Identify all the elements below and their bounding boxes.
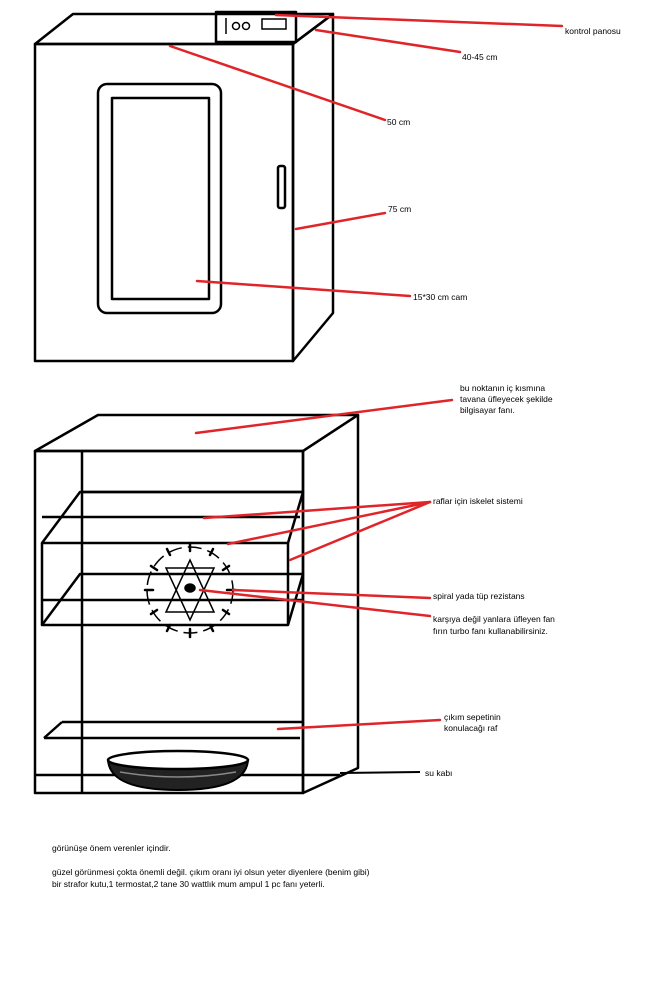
knob-icon <box>241 21 251 31</box>
fan-hub <box>184 583 196 593</box>
heater-ticks <box>143 541 237 639</box>
cabinet-side-open <box>301 413 360 795</box>
heater-tick <box>221 608 231 616</box>
cabinet-front-open <box>33 449 305 795</box>
label-width: 50 cm <box>387 117 411 127</box>
note-line-2: güzel görünmesi çokta önemli değil. çıkı… <box>52 867 370 877</box>
fan-blade-down <box>164 567 216 622</box>
shelf-upper <box>40 490 305 625</box>
leader-water <box>339 771 421 774</box>
window-glass <box>110 96 211 301</box>
label-turbo-line1: karşıya değil yanlara üfleyen fan <box>433 614 555 624</box>
leader-glass <box>195 279 412 298</box>
shelf-lower-rod <box>43 721 63 739</box>
water-bowl-rim <box>106 749 250 771</box>
heater-tick <box>149 564 159 572</box>
control-panel <box>214 10 298 44</box>
label-kontrol-panosu: kontrol panosu <box>565 26 621 36</box>
window-frame <box>96 82 223 315</box>
heater-tick <box>221 564 231 572</box>
heater-tick <box>208 623 215 633</box>
heater-tick <box>208 547 215 557</box>
knob-icon <box>231 21 241 31</box>
shelf-middle <box>40 572 305 627</box>
leader-raflar-2 <box>226 500 432 546</box>
heater-tick <box>165 623 172 633</box>
fan-assembly <box>146 546 234 634</box>
door-handle <box>276 164 287 210</box>
leader-sepet <box>276 718 442 731</box>
cabinet-side <box>291 12 335 363</box>
fan-blade-up <box>164 558 216 613</box>
control-panel-details <box>225 18 287 34</box>
shelf-lower <box>43 720 303 740</box>
leader-raflar-1 <box>202 500 432 520</box>
water-bowl <box>106 749 250 792</box>
heater-tick <box>149 608 159 616</box>
leader-lines-top <box>168 13 564 298</box>
leader-lines-bottom <box>194 398 454 731</box>
label-fan-line1: bu noktanın iç kısmına <box>460 383 546 393</box>
leader-spiral <box>231 588 432 600</box>
leader-depth <box>314 28 462 54</box>
display-screen <box>261 18 287 30</box>
label-height: 75 cm <box>388 204 412 214</box>
leader-height <box>294 211 387 231</box>
cabinet-exterior <box>33 10 335 363</box>
water-surface <box>119 771 237 778</box>
label-raflar: raflar için iskelet sistemi <box>433 496 523 506</box>
label-glass: 15*30 cm cam <box>413 292 468 302</box>
leader-width <box>168 44 387 122</box>
heater-tick <box>165 547 172 557</box>
shelf-middle-outline <box>40 572 305 627</box>
note-line-1: görünüşe önem verenler içindir. <box>52 843 171 853</box>
leader-raflar-3 <box>288 500 432 562</box>
label-sepet-line2: konulacağı raf <box>444 723 498 733</box>
label-depth: 40-45 cm <box>462 52 498 62</box>
label-fan-line3: bilgisayar fanı. <box>460 405 515 415</box>
leader-fan-top <box>194 398 454 435</box>
cabinet-interior-frame <box>33 413 360 795</box>
label-fan-line2: tavana üfleyecek şekilde <box>460 394 553 404</box>
label-turbo-line2: fırın turbo fanı kullanabilirsiniz. <box>433 626 548 636</box>
label-spiral: spiral yada tüp rezistans <box>433 591 525 601</box>
cabinet-top <box>33 12 335 46</box>
leader-kontrol <box>274 13 564 28</box>
label-su-kabi: su kabı <box>425 768 453 778</box>
leader-turbo <box>198 588 432 618</box>
note-line-3: bir strafor kutu,1 termostat,2 tane 30 w… <box>52 879 325 889</box>
label-sepet-line1: çıkım sepetinin <box>444 712 501 722</box>
